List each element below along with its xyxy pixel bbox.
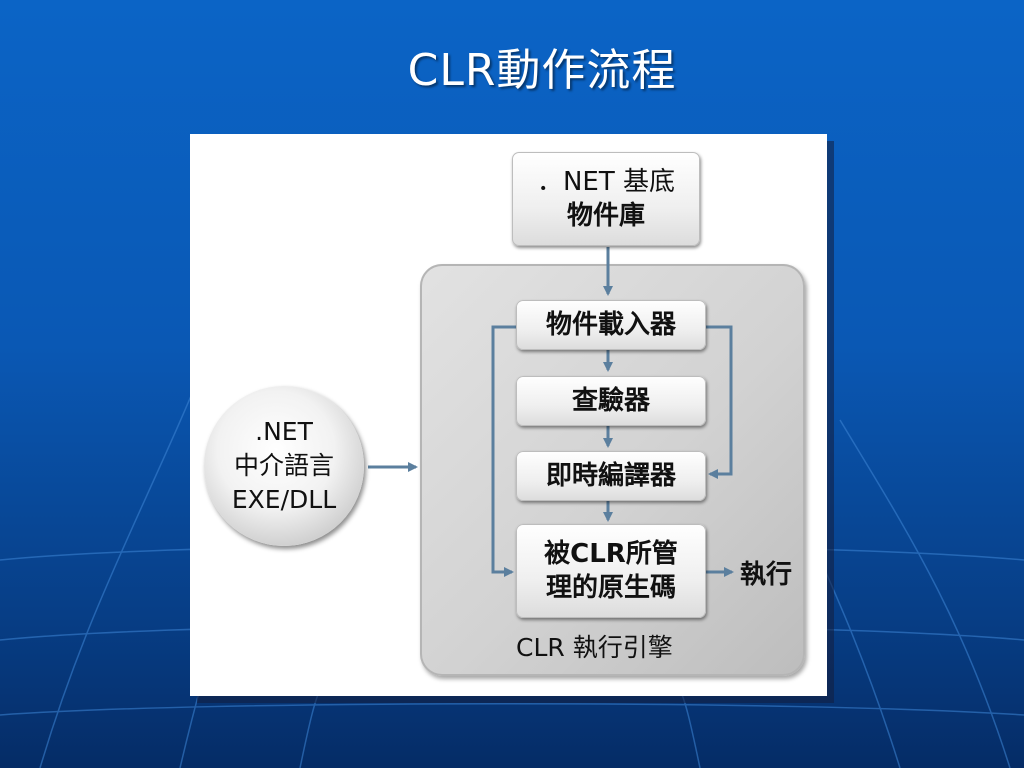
slide-title: CLR動作流程 xyxy=(407,45,677,96)
native-code-line-2: 理的原生碼 xyxy=(545,573,676,603)
base-library-line-1: ．NET 基底 xyxy=(536,167,676,197)
diagram-panel: ．NET 基底 物件庫 物件載入器 查驗器 即時編譯器 被CLR所管 理的原生碼… xyxy=(190,134,827,696)
il-source-line-3: EXE/DLL xyxy=(231,485,337,514)
native-code-box: 被CLR所管 理的原生碼 xyxy=(516,524,706,618)
il-source-circle: .NET 中介語言 EXE/DLL xyxy=(204,386,364,546)
arrow-loader-to-native-bypass xyxy=(491,325,516,577)
base-library-box: ．NET 基底 物件庫 xyxy=(512,152,700,246)
flow-arrows xyxy=(368,247,734,577)
clr-engine-label: CLR 執行引擎 xyxy=(516,633,673,662)
loader-box: 物件載入器 xyxy=(516,300,706,350)
verifier-box: 查驗器 xyxy=(516,376,706,426)
arrow-loader-to-jit-bypass xyxy=(706,325,733,479)
native-code-line-1: 被CLR所管 xyxy=(544,539,678,569)
il-source-line-2: 中介語言 xyxy=(233,451,334,480)
il-source-line-1: .NET xyxy=(255,417,313,446)
base-library-line-2: 物件庫 xyxy=(566,201,645,231)
jit-compiler-box: 即時編譯器 xyxy=(516,451,706,501)
execute-label: 執行 xyxy=(740,560,793,590)
